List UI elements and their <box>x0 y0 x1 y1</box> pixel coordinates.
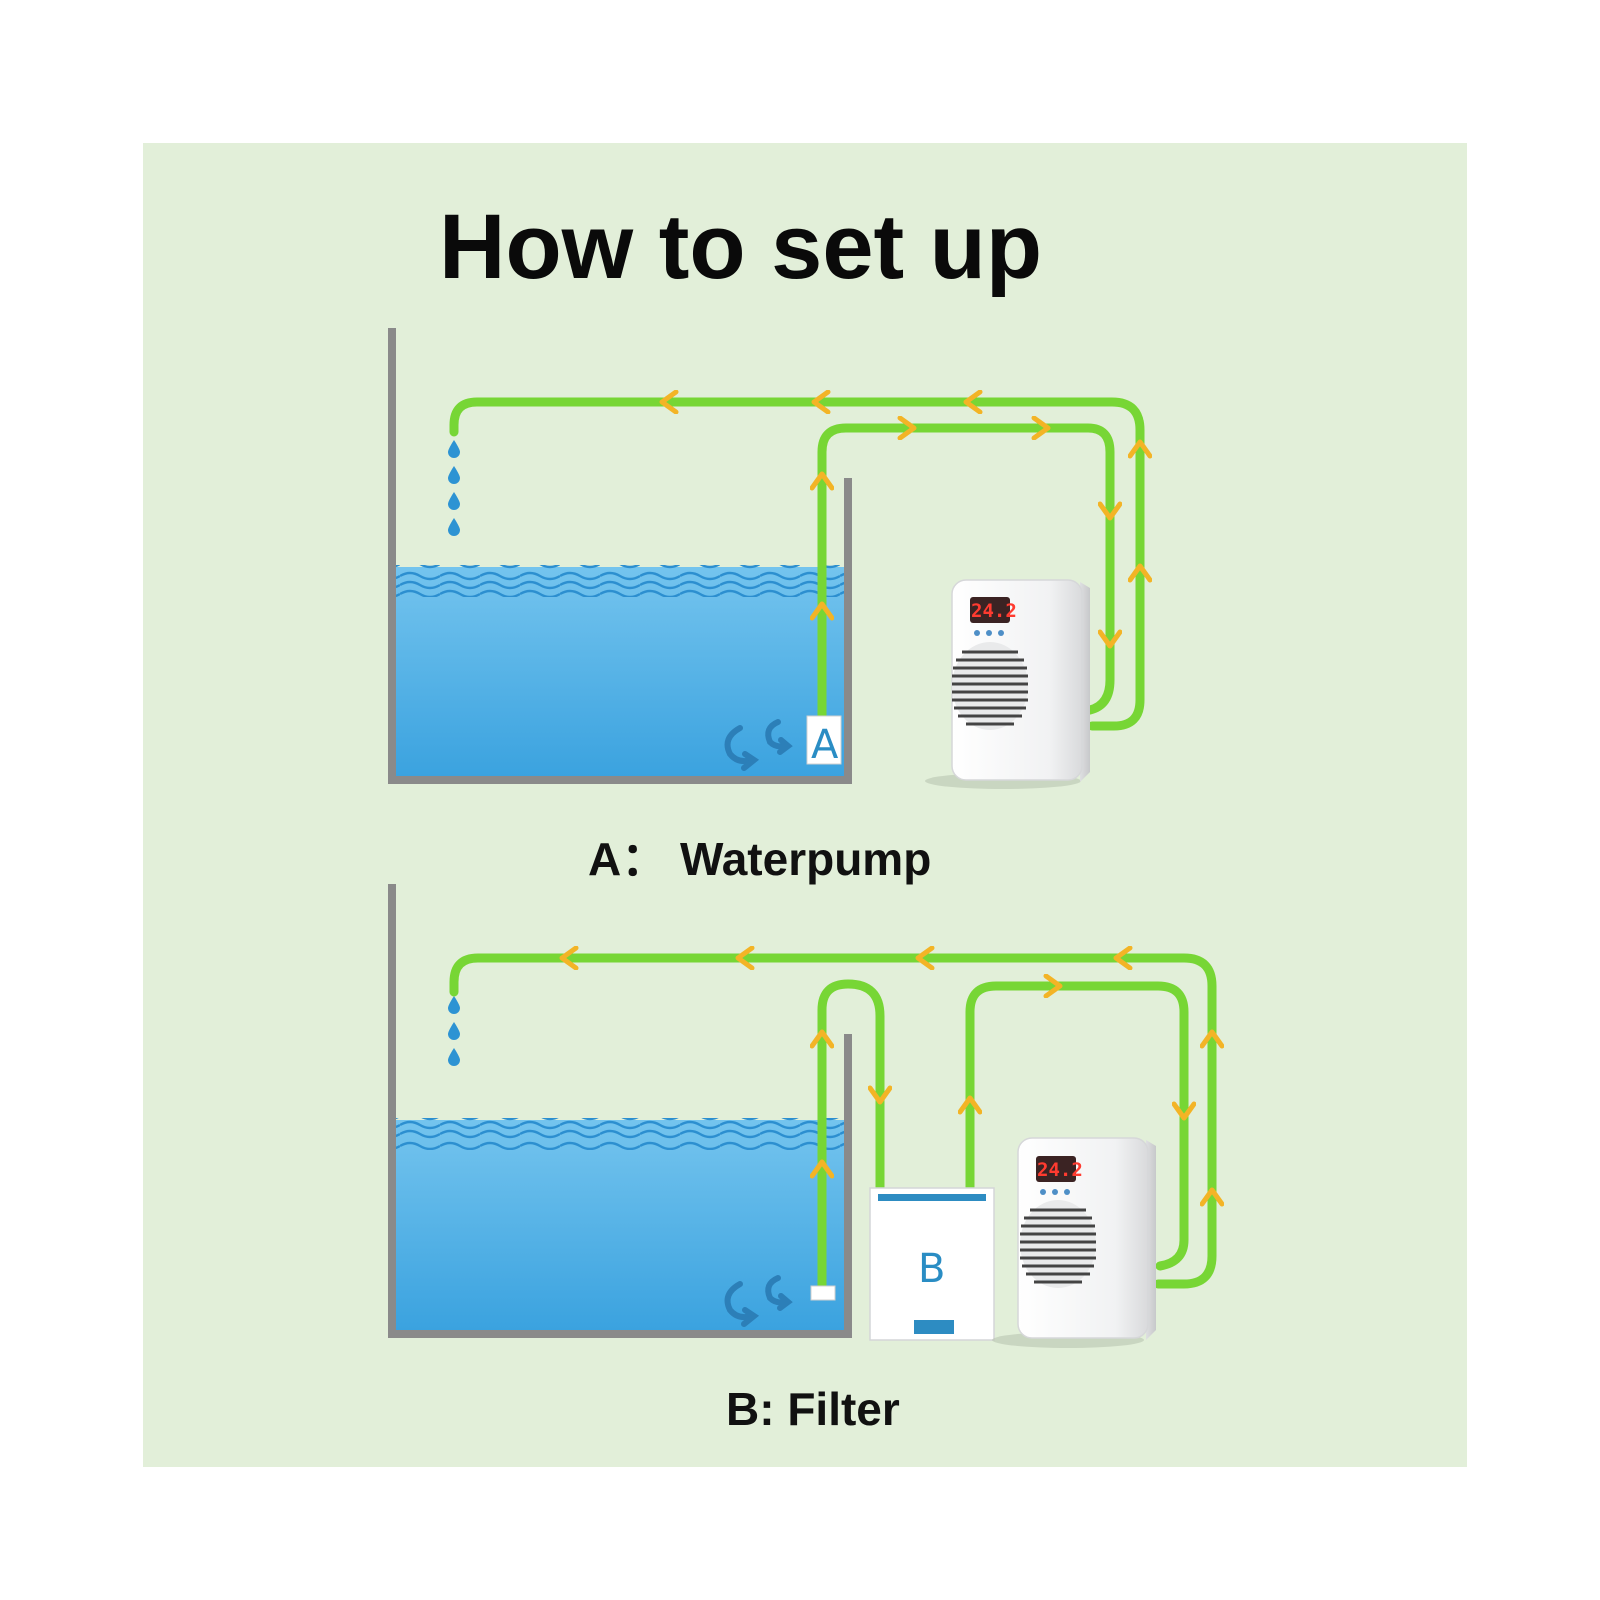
page-title: How to set up <box>439 196 1042 298</box>
return-tube <box>449 953 1217 1289</box>
filter-to-chiller-tube <box>965 981 1189 1271</box>
tank-right-wall <box>844 1034 852 1338</box>
pump-tag: A <box>811 722 839 768</box>
tank <box>388 884 852 1338</box>
water-pump: A <box>806 715 842 768</box>
supply-tube <box>817 423 1115 725</box>
tank-floor <box>388 1330 852 1338</box>
filter-bottom-bar <box>914 1320 954 1334</box>
tank-left-wall <box>388 884 396 1338</box>
chiller-display <box>970 597 1010 623</box>
chiller-display-value: 24.2 <box>971 600 1017 622</box>
intake-nozzle <box>810 1285 836 1301</box>
tank-floor <box>388 776 852 784</box>
diagram-waterpump: A 24.2 <box>388 328 1150 885</box>
diagram-filter: B 24.2 <box>388 884 1222 1435</box>
filter-tag: B <box>918 1246 945 1292</box>
fan-grille-icon <box>1020 1200 1096 1288</box>
chiller-display <box>1036 1156 1076 1182</box>
fan-grille-icon <box>952 642 1028 730</box>
chiller: 24.2 <box>992 1137 1156 1348</box>
water-waves <box>394 565 846 597</box>
water-drip-icon <box>448 440 460 536</box>
diagram-label: A： Waterpump <box>588 833 931 885</box>
intake-tube <box>817 979 885 1291</box>
filter-top-bar <box>878 1194 986 1201</box>
tank-right-wall <box>844 478 852 784</box>
tank-left-wall <box>388 328 396 784</box>
tank <box>388 328 852 784</box>
chiller-display-value: 24.2 <box>1037 1159 1083 1181</box>
diagram-label: B: Filter <box>726 1383 900 1435</box>
intake-arrows-icon <box>724 1275 793 1327</box>
return-tube <box>449 397 1145 731</box>
water-drip-icon <box>448 996 460 1066</box>
water-waves <box>394 1118 846 1150</box>
filter: B <box>869 1187 995 1341</box>
chiller: 24.2 <box>925 579 1090 789</box>
intake-arrows-icon <box>724 719 793 771</box>
